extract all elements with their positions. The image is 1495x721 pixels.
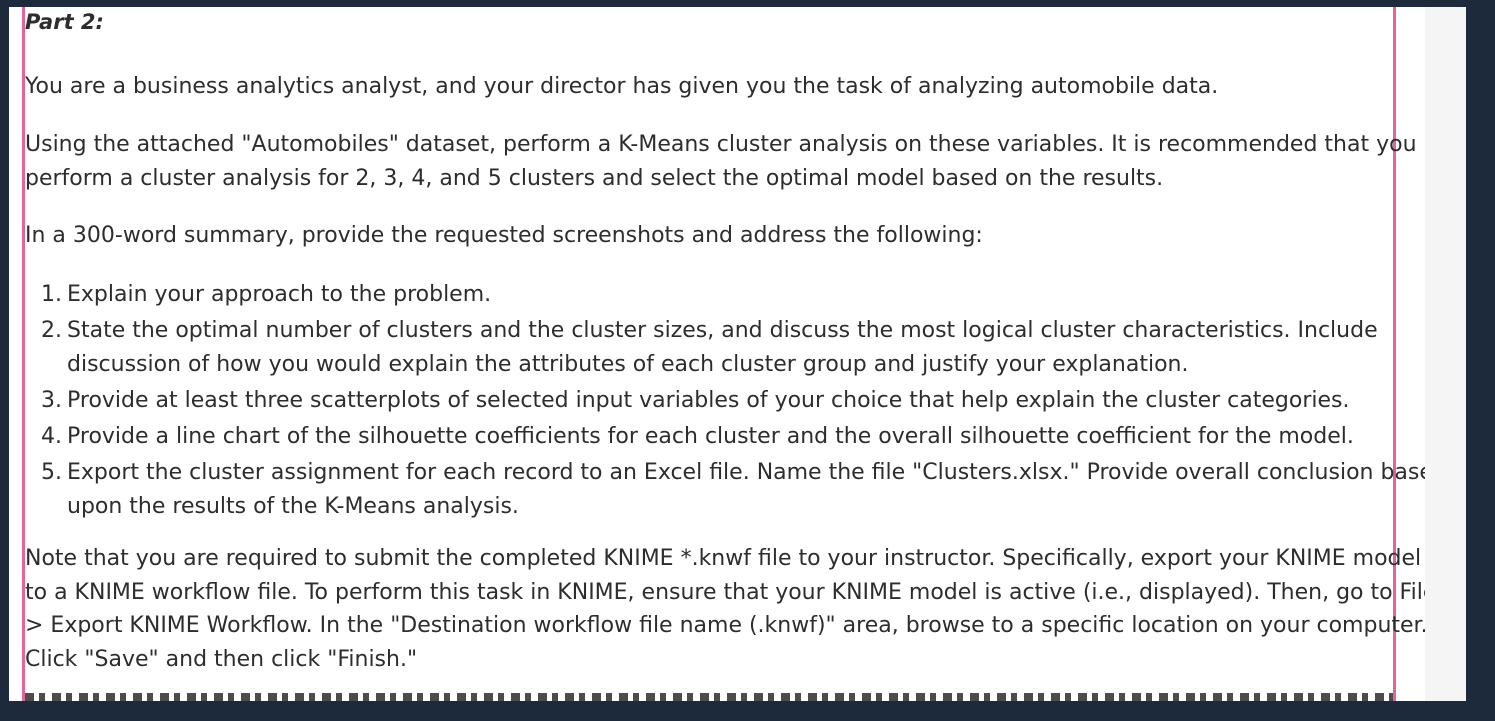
- list-item-text: Provide a line chart of the silhouette c…: [67, 424, 1354, 449]
- list-item: 2. State the optimal number of clusters …: [25, 314, 1393, 382]
- list-item: 5. Export the cluster assignment for eac…: [25, 456, 1425, 524]
- note-line-4: Click "Save" and then click "Finish.": [25, 646, 418, 672]
- summary-prompt: In a 300-word summary, provide the reque…: [25, 223, 983, 248]
- list-item-text: Explain your approach to the problem.: [67, 282, 492, 307]
- list-item-number: 1.: [41, 282, 62, 307]
- note-paragraph: Note that you are required to submit the…: [25, 542, 1425, 676]
- list-item-text: discussion of how you would explain the …: [67, 352, 1189, 377]
- instructions-paragraph: Using the attached "Automobiles" dataset…: [25, 128, 1417, 196]
- instructions-line-2: perform a cluster analysis for 2, 3, 4, …: [25, 166, 1164, 191]
- requirements-list: 1. Explain your approach to the problem.…: [25, 278, 1425, 524]
- list-item-text: State the optimal number of clusters and…: [67, 318, 1378, 343]
- list-item-text: upon the results of the K-Means analysis…: [67, 494, 519, 519]
- scrollbar-track[interactable]: [1466, 7, 1495, 701]
- right-gutter: [1425, 7, 1466, 701]
- note-line-3: > Export KNIME Workflow. In the "Destina…: [25, 613, 1425, 638]
- list-item: 1. Explain your approach to the problem.: [25, 278, 1393, 312]
- window-bottom-edge: [0, 701, 1495, 721]
- list-item-number: 2.: [41, 318, 62, 343]
- part-title: Part 2:: [25, 10, 104, 34]
- window-top-edge: [0, 0, 1495, 7]
- list-item-number: 4.: [41, 424, 62, 449]
- list-item-text: Export the cluster assignment for each r…: [67, 460, 1425, 485]
- note-line-2: to a KNIME workflow file. To perform thi…: [25, 579, 1425, 605]
- list-item-number: 5.: [41, 460, 62, 485]
- note-line-1: Note that you are required to submit the…: [25, 546, 1422, 571]
- list-item: 4. Provide a line chart of the silhouett…: [25, 420, 1393, 454]
- instructions-line-1: Using the attached "Automobiles" dataset…: [25, 132, 1417, 157]
- list-item-number: 3.: [41, 388, 62, 413]
- list-item: 3. Provide at least three scatterplots o…: [25, 384, 1393, 418]
- clipped-next-paragraph: [25, 693, 1393, 701]
- intro-paragraph: You are a business analytics analyst, an…: [25, 74, 1219, 99]
- document-page: Part 2: You are a business analytics ana…: [9, 7, 1425, 701]
- assignment-content: Part 2: You are a business analytics ana…: [22, 7, 1425, 701]
- list-item-text: Provide at least three scatterplots of s…: [67, 388, 1350, 413]
